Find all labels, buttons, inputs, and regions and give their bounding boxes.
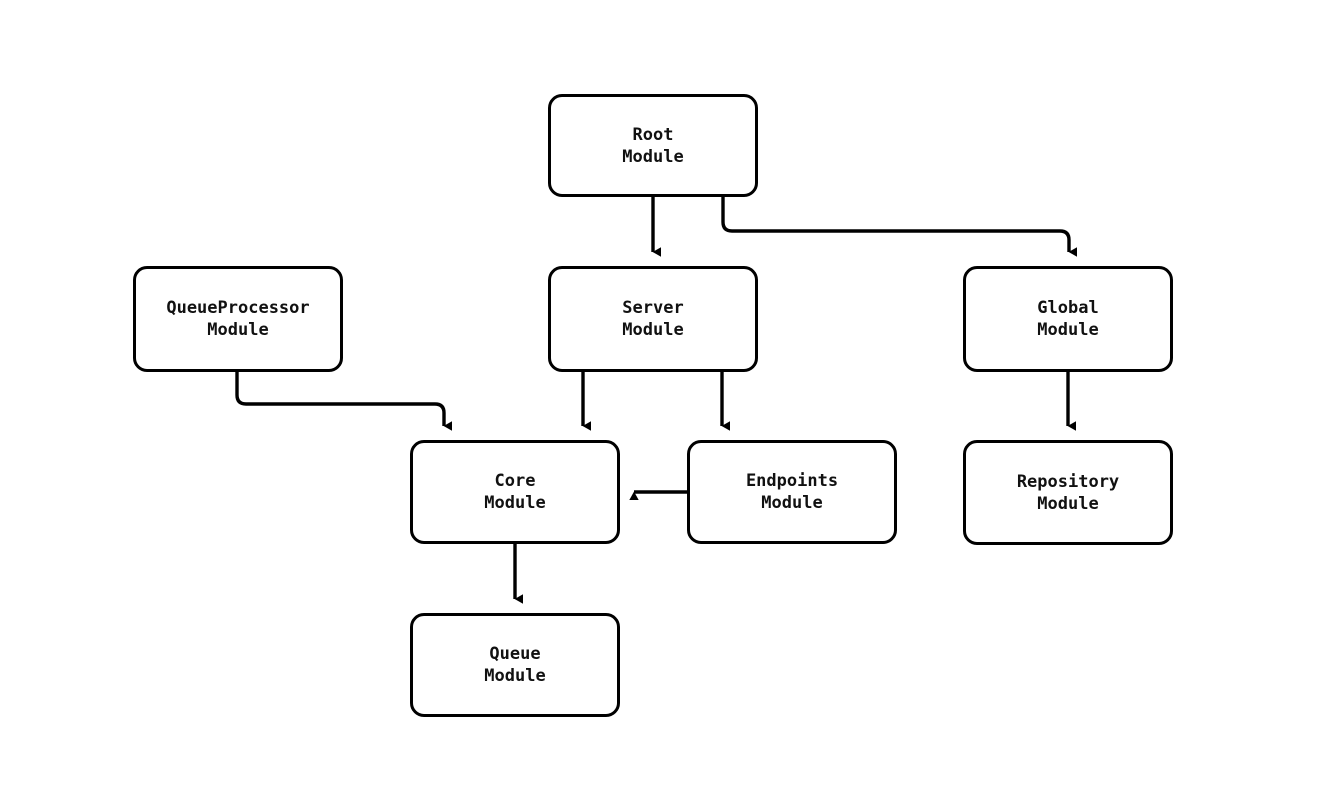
node-global-module[interactable]: Global Module (963, 266, 1173, 372)
node-repository-module[interactable]: Repository Module (963, 440, 1173, 545)
node-core-module-label: Core Module (484, 471, 546, 513)
node-endpoints-module[interactable]: Endpoints Module (687, 440, 897, 544)
edge-root-to-global (721, 197, 1078, 257)
node-queue-module-label: Queue Module (484, 644, 546, 686)
node-queueprocessor-module-label: QueueProcessor Module (166, 298, 310, 340)
node-root-module[interactable]: Root Module (548, 94, 758, 197)
node-queue-module[interactable]: Queue Module (410, 613, 620, 717)
node-repository-module-label: Repository Module (1016, 471, 1120, 514)
node-root-module-label: Root Module (622, 124, 684, 167)
node-queueprocessor-module[interactable]: QueueProcessor Module (133, 266, 343, 372)
node-server-module-label: Server Module (622, 298, 684, 340)
node-endpoints-module-label: Endpoints Module (745, 471, 839, 513)
node-global-module-label: Global Module (1037, 298, 1099, 340)
node-server-module[interactable]: Server Module (548, 266, 758, 372)
edge-queueprocessor-to-core (235, 372, 453, 431)
node-core-module[interactable]: Core Module (410, 440, 620, 544)
